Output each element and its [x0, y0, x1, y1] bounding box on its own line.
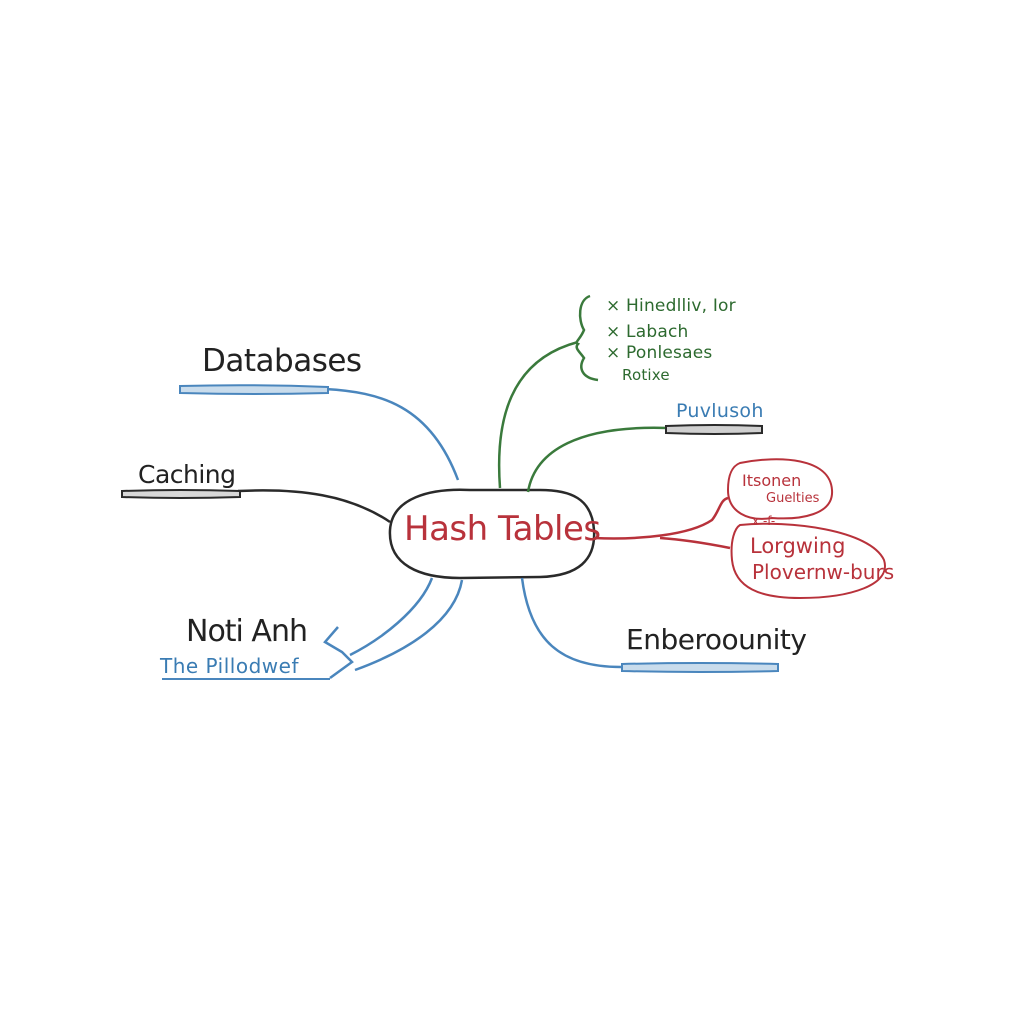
red-connector-2: [659, 536, 731, 550]
notanh-label: Noti Anh: [186, 614, 308, 649]
red-cluster-item: ɤ -f-: [752, 514, 776, 528]
green-list-item: Rotixe: [622, 366, 670, 384]
red-cluster-item: Plovernw-burs: [752, 560, 895, 584]
enberoounity-label: Enberoounity: [626, 623, 807, 656]
red-cluster-item: Lorgwing: [750, 534, 846, 558]
red-bubble-top: [726, 458, 834, 520]
green-list-bracket: [575, 294, 599, 382]
center-node-label: Hash Tables: [404, 509, 601, 549]
notanh-bracket: [323, 626, 354, 680]
green-list-item: × Labach: [606, 322, 689, 342]
enbero-underline: [621, 662, 779, 673]
caching-underline: [121, 489, 241, 499]
red-bubble-bottom: [730, 522, 886, 600]
green-list-item: × Hinedlliv, Ior: [606, 296, 736, 316]
center-node-outline: [388, 488, 596, 580]
databases-underline: [179, 384, 329, 395]
puvlusoh-underline: [665, 424, 763, 435]
pillodwef-label: The Pillodwef: [160, 654, 299, 678]
red-cluster-item: Itsonen: [742, 471, 802, 490]
caching-label: Caching: [138, 460, 236, 489]
notanh-connector: [349, 577, 434, 657]
green-list-connector: [497, 340, 579, 489]
databases-connector: [324, 387, 460, 481]
red-cluster-item: Guelties: [766, 491, 820, 506]
notanh-connector-2: [354, 579, 464, 672]
red-connector: [593, 496, 729, 540]
puvlusoh-label: Puvlusoh: [676, 400, 764, 422]
puvlusoh-connector: [526, 426, 669, 493]
green-list-item: × Ponlesaes: [606, 343, 713, 363]
enbero-connector: [520, 577, 625, 669]
databases-label: Databases: [202, 343, 362, 379]
caching-connector: [237, 489, 391, 524]
